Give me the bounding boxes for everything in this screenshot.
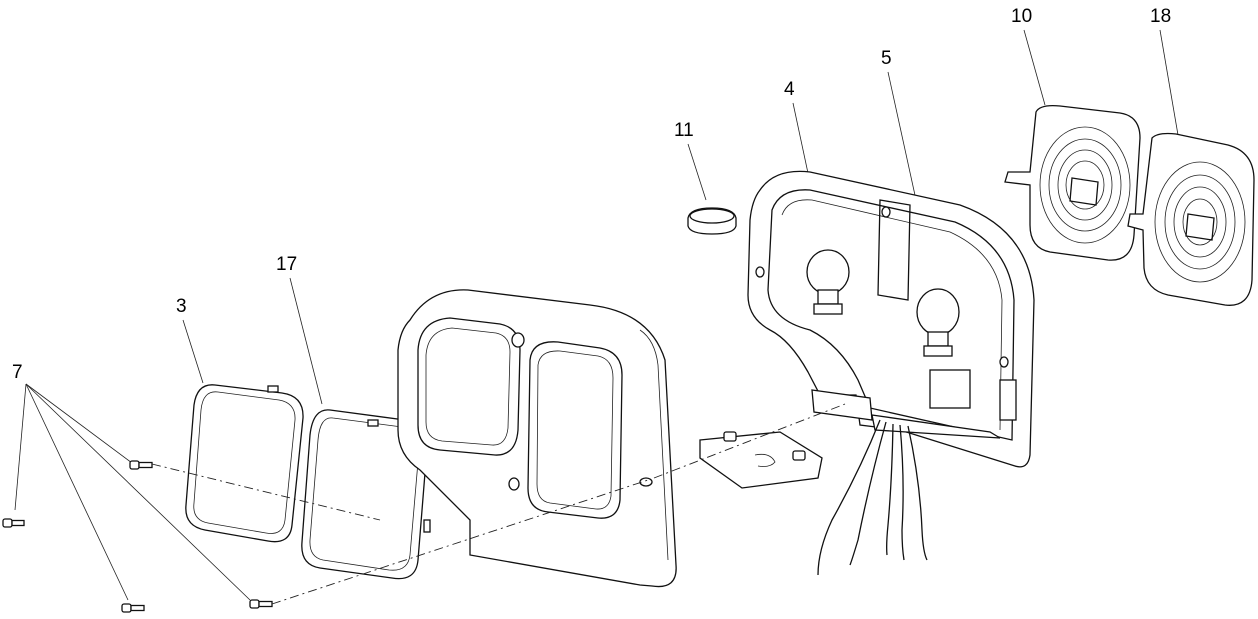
screw-1 xyxy=(2,518,25,528)
reflector-10 xyxy=(1004,104,1141,261)
callout-5: 5 xyxy=(881,48,892,69)
screw-4 xyxy=(249,599,273,609)
assembly-lines xyxy=(151,403,846,605)
callout-3: 3 xyxy=(176,296,187,317)
callout-4: 4 xyxy=(784,79,795,100)
bulb-4 xyxy=(806,249,850,315)
callout-7: 7 xyxy=(12,362,23,383)
callout-17: 17 xyxy=(276,254,297,275)
bezel-housing xyxy=(397,289,677,588)
mounting-plate xyxy=(699,431,823,489)
bulb-holder-11 xyxy=(687,207,737,235)
callout-18: 18 xyxy=(1150,6,1171,27)
lens-3 xyxy=(185,384,304,543)
callout-10: 10 xyxy=(1011,6,1032,27)
bulb-5 xyxy=(916,288,960,357)
rear-housing xyxy=(747,170,1035,468)
wire-harness xyxy=(817,419,928,576)
callout-11: 11 xyxy=(674,120,694,141)
screw-3 xyxy=(121,603,145,613)
screw-2 xyxy=(129,460,153,470)
leader-lines xyxy=(14,29,1179,601)
reflector-18 xyxy=(1127,132,1255,306)
